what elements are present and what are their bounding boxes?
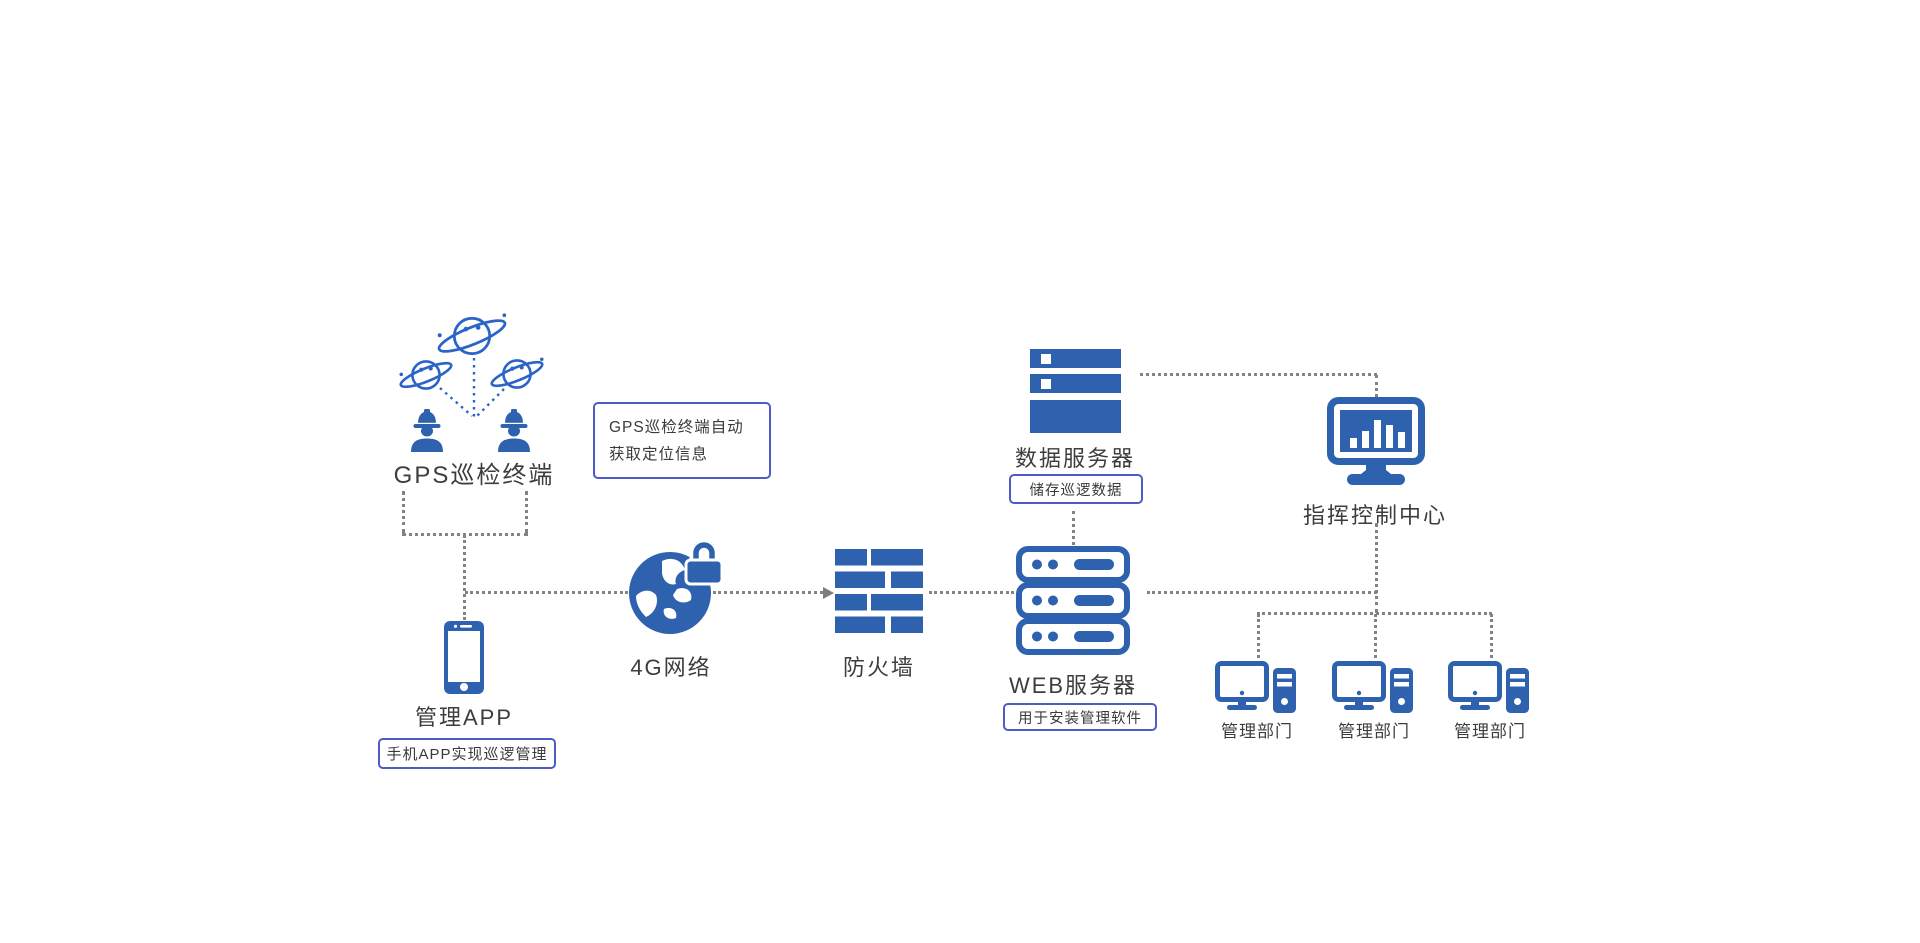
- firewall-label: 防火墙: [842, 655, 915, 680]
- connector: [1147, 591, 1377, 594]
- connector: [525, 491, 528, 533]
- data-server-label: 数据服务器: [1014, 446, 1135, 471]
- web-server-label: WEB服务器: [1008, 673, 1138, 698]
- department-label: 管理部门: [1454, 722, 1526, 741]
- workstation-icon: [1332, 661, 1413, 713]
- connector: [402, 533, 528, 536]
- satellite-icon: [437, 313, 507, 356]
- connector: [929, 591, 1014, 594]
- satellite-beams: [439, 358, 505, 417]
- workstation-icon: [1448, 661, 1529, 713]
- satellite-icon: [399, 360, 453, 390]
- web-note-text: 用于安装管理软件: [1018, 710, 1142, 727]
- lock-icon: [684, 538, 724, 586]
- worker-icon: [411, 409, 443, 452]
- worker-icon: [498, 409, 530, 452]
- web-server-icon: [1016, 546, 1130, 655]
- connector: [1374, 614, 1377, 658]
- app-note-text: 手机APP实现巡逻管理: [386, 746, 548, 763]
- data-note-text: 储存巡逻数据: [1029, 482, 1123, 499]
- satellite-icon: [490, 357, 544, 389]
- firewall-icon: [835, 549, 923, 633]
- connector: [1140, 373, 1377, 376]
- connector: [463, 535, 466, 620]
- gps-note-box: GPS巡检终端自动 获取定位信息: [593, 402, 771, 479]
- connector: [1375, 523, 1378, 613]
- connector: [1072, 511, 1075, 545]
- app-label: 管理APP: [414, 705, 514, 730]
- department-label: 管理部门: [1221, 722, 1293, 741]
- web-note-box: 用于安装管理软件: [1003, 703, 1157, 731]
- connector: [402, 491, 405, 533]
- command-center-label: 指挥控制中心: [1302, 503, 1447, 528]
- connector: [465, 591, 628, 594]
- connector: [1375, 375, 1378, 397]
- connector: [1257, 614, 1260, 658]
- gps-note-line2: 获取定位信息: [609, 445, 709, 463]
- phone-icon: [444, 621, 484, 694]
- network-label: 4G网络: [630, 655, 712, 680]
- monitor-dashboard-icon: [1327, 397, 1425, 485]
- data-note-box: 储存巡逻数据: [1009, 474, 1143, 504]
- app-note-box: 手机APP实现巡逻管理: [378, 738, 556, 769]
- workstation-icon: [1215, 661, 1296, 713]
- data-server-icon: [1030, 349, 1121, 433]
- arrow-right-icon: [823, 586, 834, 599]
- connector: [713, 591, 823, 594]
- connector: [1257, 612, 1492, 615]
- gps-terminal-label: GPS巡检终端: [393, 462, 555, 489]
- gps-note-line1: GPS巡检终端自动: [609, 418, 744, 436]
- connector: [1490, 614, 1493, 658]
- department-label: 管理部门: [1338, 722, 1410, 741]
